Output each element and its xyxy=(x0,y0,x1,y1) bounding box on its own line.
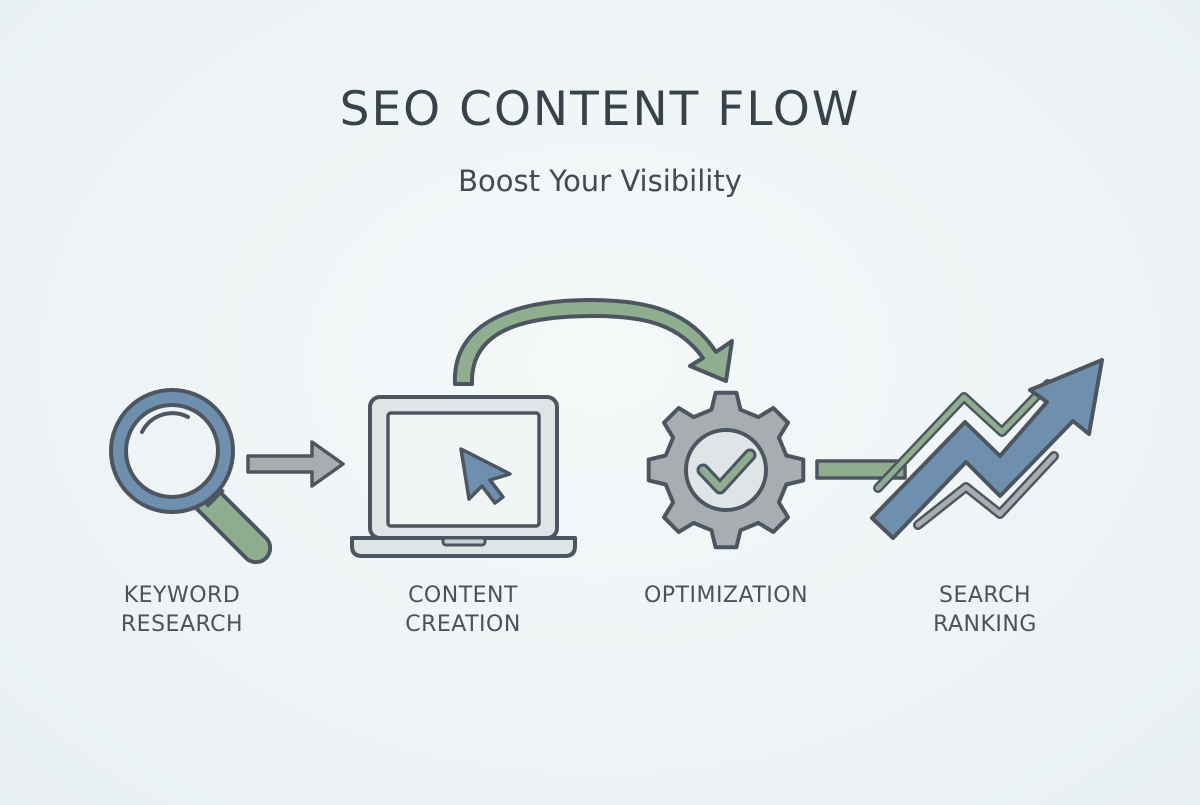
label-line: CREATION xyxy=(405,612,521,637)
page-title: SEO CONTENT FLOW xyxy=(339,82,861,137)
step-label-keyword-research: KEYWORD RESEARCH xyxy=(92,581,272,639)
flow-arrow-1 xyxy=(246,440,345,488)
magnifying-glass-icon xyxy=(109,388,273,565)
step-label-search-ranking: SEARCH RANKING xyxy=(895,581,1075,639)
label-line: SEARCH xyxy=(938,583,1031,608)
label-line: RANKING xyxy=(933,612,1037,637)
step-label-optimization: OPTIMIZATION xyxy=(616,581,836,610)
label-line: KEYWORD xyxy=(123,583,241,608)
step-label-content-creation: CONTENT CREATION xyxy=(373,581,553,639)
label-line: OPTIMIZATION xyxy=(643,583,809,608)
label-line: RESEARCH xyxy=(120,612,244,637)
gear-checkmark-icon xyxy=(646,390,806,550)
flow-connector-bar xyxy=(815,459,907,480)
curved-flow-arrow xyxy=(452,298,734,386)
laptop-cursor-icon xyxy=(350,395,577,558)
label-line: CONTENT xyxy=(408,583,518,608)
trending-up-arrow-icon xyxy=(870,358,1104,540)
page-subtitle: Boost Your Visibility xyxy=(458,164,742,198)
